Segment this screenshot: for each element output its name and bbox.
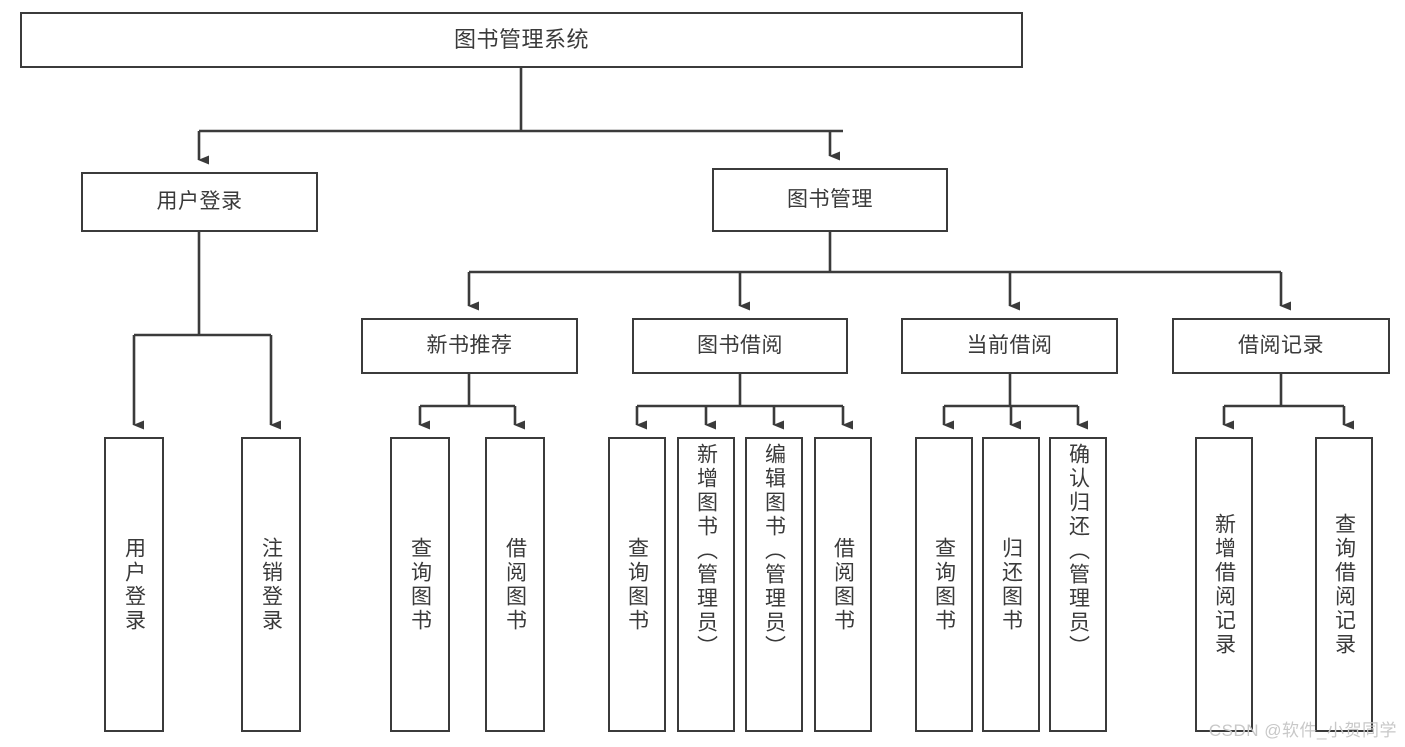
node-root-label: 图书管理系统 [453, 27, 589, 53]
watermark: CSDN @软件_小贺同学 [1208, 721, 1397, 740]
node-leaf-confirm-return-label: 确认归还（管理员） [1066, 443, 1090, 659]
node-leaf-query-book-1[interactable]: 查询图书 [390, 437, 450, 732]
node-borrow-record[interactable]: 借阅记录 [1172, 318, 1390, 374]
node-leaf-borrow-book-2[interactable]: 借阅图书 [814, 437, 872, 732]
node-leaf-borrow-book-2-label: 借阅图书 [831, 536, 855, 633]
node-leaf-borrow-book-1[interactable]: 借阅图书 [485, 437, 545, 732]
node-current-borrow[interactable]: 当前借阅 [901, 318, 1118, 374]
node-current-borrow-label: 当前借阅 [966, 333, 1053, 357]
node-book-manage[interactable]: 图书管理 [712, 168, 948, 232]
node-leaf-query-record-label: 查询借阅记录 [1332, 512, 1356, 657]
node-leaf-add-record[interactable]: 新增借阅记录 [1195, 437, 1253, 732]
node-leaf-return-book-label: 归还图书 [999, 536, 1023, 633]
node-leaf-query-book-1-label: 查询图书 [408, 536, 432, 633]
node-leaf-user-login[interactable]: 用户登录 [104, 437, 164, 732]
node-book-borrow[interactable]: 图书借阅 [632, 318, 848, 374]
node-user-login[interactable]: 用户登录 [81, 172, 318, 232]
node-new-book-recommend-label: 新书推荐 [426, 333, 513, 357]
node-leaf-add-book-label: 新增图书（管理员） [694, 443, 718, 659]
node-leaf-query-book-2-label: 查询图书 [625, 536, 649, 633]
node-leaf-query-record[interactable]: 查询借阅记录 [1315, 437, 1373, 732]
node-leaf-query-book-2[interactable]: 查询图书 [608, 437, 666, 732]
node-book-borrow-label: 图书借阅 [697, 333, 783, 357]
node-user-login-label: 用户登录 [156, 189, 243, 213]
node-leaf-user-login-label: 用户登录 [122, 536, 146, 633]
node-borrow-record-label: 借阅记录 [1238, 333, 1324, 357]
node-leaf-borrow-book-1-label: 借阅图书 [503, 536, 527, 633]
node-leaf-logout-login[interactable]: 注销登录 [241, 437, 301, 732]
node-leaf-edit-book[interactable]: 编辑图书（管理员） [745, 437, 803, 732]
node-new-book-recommend[interactable]: 新书推荐 [361, 318, 578, 374]
node-leaf-query-book-3[interactable]: 查询图书 [915, 437, 973, 732]
node-leaf-return-book[interactable]: 归还图书 [982, 437, 1040, 732]
node-leaf-logout-login-label: 注销登录 [259, 536, 283, 633]
node-root[interactable]: 图书管理系统 [20, 12, 1023, 68]
node-leaf-edit-book-label: 编辑图书（管理员） [762, 443, 786, 659]
node-book-manage-label: 图书管理 [787, 187, 873, 211]
node-leaf-add-book[interactable]: 新增图书（管理员） [677, 437, 735, 732]
node-leaf-confirm-return[interactable]: 确认归还（管理员） [1049, 437, 1107, 732]
node-leaf-query-book-3-label: 查询图书 [932, 536, 956, 633]
node-leaf-add-record-label: 新增借阅记录 [1212, 512, 1236, 657]
